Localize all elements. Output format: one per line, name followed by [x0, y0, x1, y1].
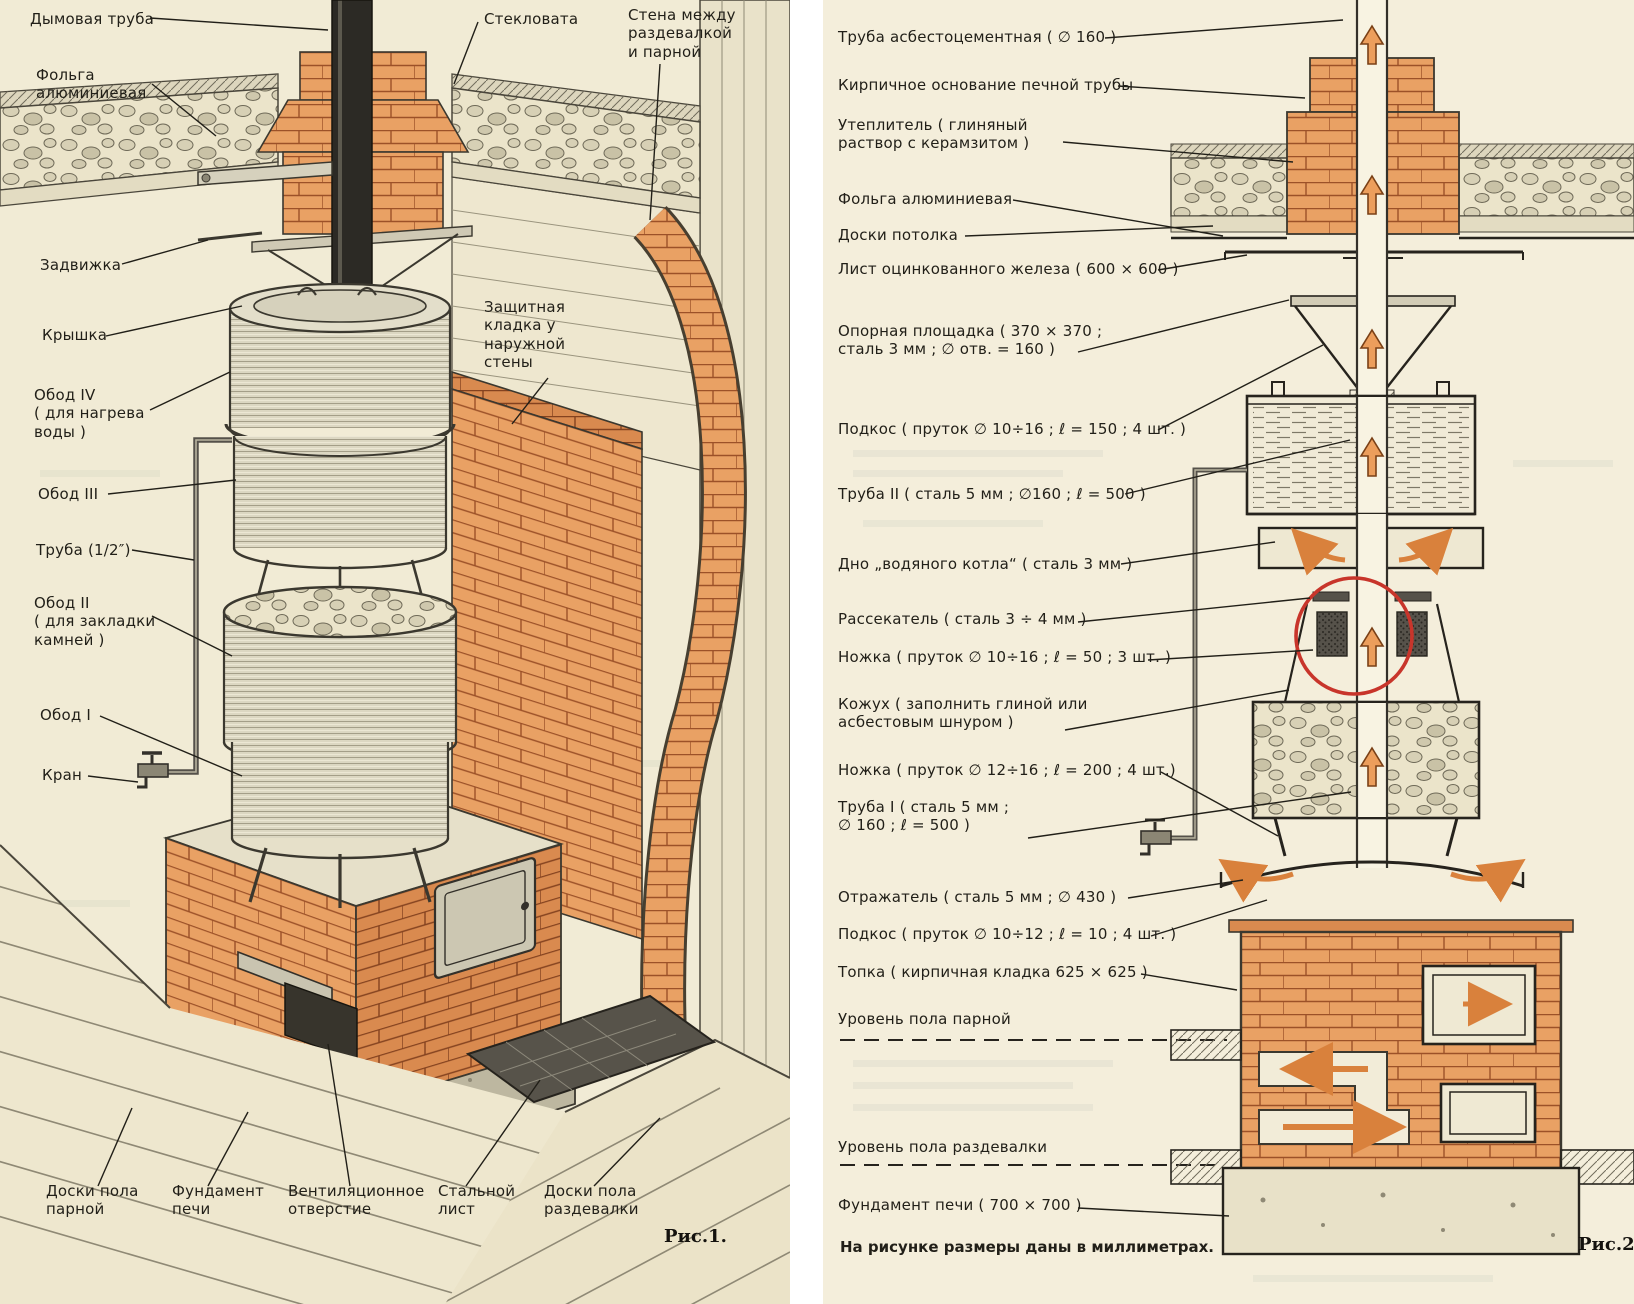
- fig2-footnote: На рисунке размеры даны в миллиметрах.: [840, 1238, 1215, 1256]
- label-rim4: Обод IV ( для нагрева воды ): [34, 386, 145, 441]
- label-damper: Задвижка: [40, 256, 122, 274]
- label-glass-wool: Стекловата: [484, 10, 579, 28]
- label-rim2: Обод II ( для закладки камней ): [34, 594, 156, 649]
- label-pipe-half-inch: Труба (1/2″): [36, 541, 131, 559]
- fig1-illustration: [0, 0, 790, 1304]
- damper: [197, 161, 333, 242]
- label-chimney-pipe: Дымовая труба: [30, 10, 155, 28]
- label-floor-level-steam: Уровень пола парной: [838, 1010, 1011, 1028]
- fig2-ceiling: [1170, 143, 1634, 240]
- fig2-leader-lines: [964, 19, 1352, 1217]
- label-ceiling-boards: Доски потолка: [838, 226, 959, 244]
- label-foil-fig2: Фольга алюминиевая: [838, 190, 1013, 208]
- fig2-illustration: [823, 0, 1634, 1304]
- label-casing: Кожух ( заполнить глиной или асбестовым …: [838, 695, 1088, 732]
- fig2-water-tank: [1245, 381, 1477, 516]
- label-protective-masonry: Защитная кладка у наружной стены: [484, 298, 566, 371]
- label-floor-level-dressing: Уровень пола раздевалки: [838, 1138, 1048, 1156]
- label-pipe-1: Труба I ( сталь 5 мм ; ∅ 160 ; ℓ = 500 ): [838, 798, 1010, 835]
- label-foundation-fig1: Фундамент печи: [172, 1182, 265, 1219]
- label-asbestos-pipe: Труба асбестоцементная ( ∅ 160 ): [838, 28, 1117, 46]
- water-pipe-and-tap: [137, 437, 232, 789]
- fig2-boiler-bottom: [1247, 512, 1485, 576]
- label-rim1: Обод I: [40, 706, 91, 724]
- label-foundation-fig2: Фундамент печи ( 700 × 700 ): [838, 1196, 1082, 1214]
- fig2-reflector: [1218, 858, 1526, 903]
- label-tap: Кран: [42, 766, 82, 784]
- label-lid: Крышка: [42, 326, 108, 344]
- highlight-circle: [1294, 576, 1414, 696]
- label-strut-upper: Подкос ( пруток ∅ 10÷16 ; ℓ = 150 ; 4 шт…: [838, 420, 1187, 438]
- firebox-door: [433, 857, 537, 979]
- label-rim3: Обод III: [38, 485, 99, 503]
- label-foil-fig1: Фольга алюминиевая: [36, 66, 147, 103]
- label-support-platform: Опорная площадка ( 370 × 370 ; сталь 3 м…: [838, 322, 1103, 359]
- arched-brick-band: [632, 206, 747, 1039]
- label-strut-lower: Подкос ( пруток ∅ 10÷12 ; ℓ = 10 ; 4 шт.…: [838, 925, 1177, 943]
- stove-cylinder: [222, 282, 458, 908]
- stove-pipe: [331, 0, 373, 303]
- fig2-foundation: [1221, 1166, 1581, 1256]
- label-firebox: Топка ( кирпичная кладка 625 × 625 ): [838, 963, 1148, 981]
- label-vent-opening: Вентиляционное отверстие: [288, 1182, 425, 1219]
- label-splitter: Рассекатель ( сталь 3 ÷ 4 мм ): [838, 610, 1087, 628]
- fig1-caption: Рис.1.: [664, 1226, 727, 1247]
- steel-floor-sheet: [465, 994, 717, 1104]
- label-pipe-2: Труба II ( сталь 5 мм ; ∅160 ; ℓ = 500 ): [838, 485, 1146, 503]
- fig2-flow-arrows: [1359, 24, 1385, 787]
- label-boiler-bottom: Дно „водяного котла“ ( сталь 3 мм ): [838, 555, 1133, 573]
- label-insulation: Утеплитель ( глиняный раствор с керамзит…: [838, 116, 1030, 153]
- label-leg-small: Ножка ( пруток ∅ 10÷16 ; ℓ = 50 ; 3 шт. …: [838, 648, 1172, 666]
- label-leg-large: Ножка ( пруток ∅ 12÷16 ; ℓ = 200 ; 4 шт.…: [838, 761, 1176, 779]
- label-galvanized-sheet: Лист оцинкованного железа ( 600 × 600 ): [838, 260, 1179, 278]
- fig1-leader-lines: [87, 17, 661, 1187]
- fig2-firebox: [1228, 919, 1574, 1170]
- label-floor-dressing-room: Доски пола раздевалки: [544, 1182, 639, 1219]
- fig2-caption: Рис.2.: [1578, 1234, 1634, 1255]
- label-reflector: Отражатель ( сталь 5 мм ; ∅ 430 ): [838, 888, 1117, 906]
- label-brick-chimney-base: Кирпичное основание печной трубы: [838, 76, 1134, 94]
- label-steel-sheet: Стальной лист: [438, 1182, 516, 1219]
- label-wall-between: Стена между раздевалкой и парной: [628, 6, 736, 61]
- label-floor-steam-room: Доски пола парной: [46, 1182, 139, 1219]
